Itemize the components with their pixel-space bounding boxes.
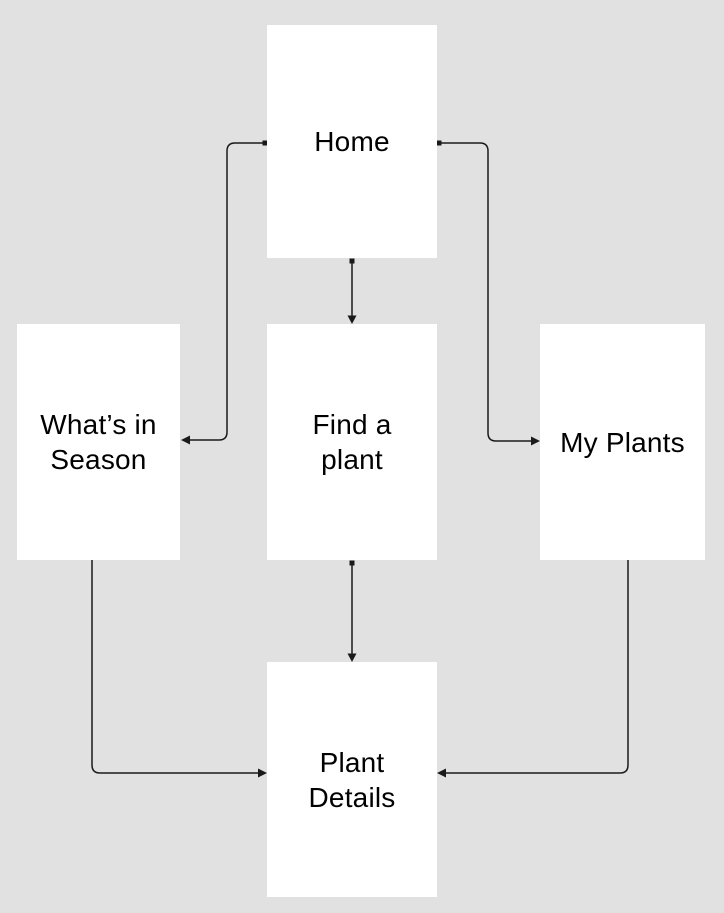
node-home-label: Home — [314, 124, 390, 159]
node-find-a-plant-label-line: Find a — [312, 409, 392, 440]
edge-line — [439, 142, 534, 442]
edge-my-plants-to-plant-details — [437, 560, 629, 778]
node-home[interactable]: Home — [267, 25, 437, 258]
edge-line — [91, 560, 261, 774]
arrowhead-left-icon — [437, 768, 446, 778]
node-my-plants-label-line: My Plants — [560, 426, 685, 458]
node-home-label-line: Home — [314, 126, 390, 157]
edge-start-marker — [436, 140, 442, 146]
edge-find-a-plant-to-plant-details — [347, 560, 357, 662]
node-plant-details-label-line: Details — [308, 781, 396, 813]
arrowhead-right-icon — [531, 436, 540, 446]
edge-start-marker — [349, 258, 355, 264]
node-my-plants[interactable]: My Plants — [540, 324, 705, 560]
node-whats-in-season-label-line: Season — [50, 444, 147, 475]
edge-whats-in-season-to-plant-details — [91, 560, 267, 778]
arrowhead-left-icon — [181, 435, 190, 445]
node-find-a-plant-label: Find a plant — [312, 407, 391, 477]
arrowhead-down-icon — [347, 315, 357, 324]
node-plant-details[interactable]: Plant Details — [267, 662, 437, 897]
edge-line — [186, 142, 265, 441]
node-plant-details-label: Plant Details — [309, 745, 396, 815]
edge-home-to-find-a-plant — [347, 258, 357, 324]
node-my-plants-label: My Plants — [560, 425, 685, 460]
node-whats-in-season-label: What’s in Season — [40, 407, 156, 477]
edge-home-to-whats-in-season — [181, 140, 268, 445]
node-whats-in-season[interactable]: What’s in Season — [17, 324, 180, 560]
node-plant-details-label-line: Plant — [319, 746, 385, 778]
edge-start-marker — [349, 560, 355, 566]
node-find-a-plant[interactable]: Find a plant — [267, 324, 437, 560]
edge-line — [443, 560, 629, 774]
node-whats-in-season-label-line: What’s in — [40, 409, 157, 440]
node-find-a-plant-label-line: plant — [321, 444, 383, 475]
edge-home-to-my-plants — [436, 140, 540, 446]
arrowhead-right-icon — [258, 768, 267, 778]
arrowhead-down-icon — [347, 653, 357, 662]
